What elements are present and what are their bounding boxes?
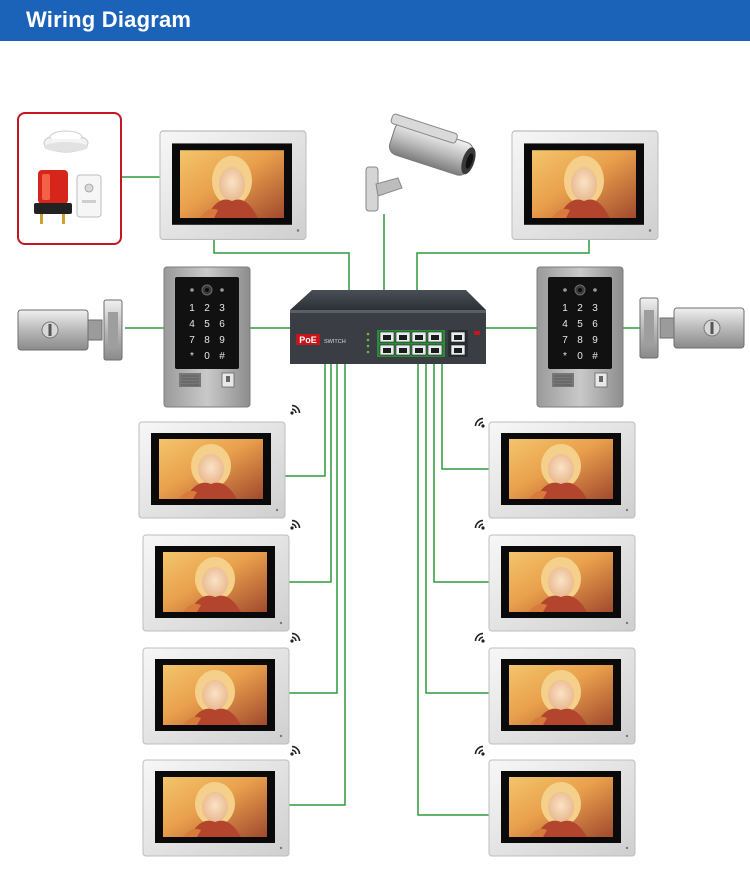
indoor-monitor-right-4 bbox=[488, 759, 636, 857]
poe-switch-icon: PoE SWITCH bbox=[290, 290, 486, 364]
keypad-key: # bbox=[219, 351, 225, 362]
keypad-key: 4 bbox=[189, 319, 195, 330]
indoor-monitor-top-left bbox=[159, 130, 307, 241]
wiring-lines bbox=[121, 176, 642, 816]
keypad-key: 5 bbox=[577, 319, 583, 330]
switch-ports bbox=[377, 330, 480, 357]
wire-right-monitor-4 bbox=[417, 364, 490, 816]
wire-top-left-monitor bbox=[213, 240, 350, 292]
keypad-key: 5 bbox=[204, 319, 210, 330]
switch-brand-label: PoE bbox=[299, 335, 317, 345]
wifi-icon bbox=[289, 632, 301, 644]
door-station-right: 1 2 3 4 5 6 7 8 9 * 0 # bbox=[536, 266, 624, 408]
keypad-key: * bbox=[190, 351, 194, 362]
smoke-detector-icon bbox=[43, 130, 89, 153]
indoor-monitor-top-right bbox=[511, 130, 659, 241]
wifi-icon bbox=[474, 632, 486, 644]
keypad-key: 9 bbox=[219, 335, 225, 346]
keypad-key: 3 bbox=[219, 303, 225, 314]
wire-right-monitor-2 bbox=[433, 364, 490, 583]
switch-model-label: SWITCH bbox=[324, 339, 346, 345]
page-title: Wiring Diagram bbox=[26, 7, 192, 32]
indoor-monitor-right-2 bbox=[488, 534, 636, 632]
wifi-icon bbox=[289, 745, 301, 757]
door-station-left: 1 2 3 4 5 6 7 8 9 * 0 # bbox=[163, 266, 251, 408]
door-sensor-icon bbox=[76, 174, 102, 218]
keypad-key: 3 bbox=[592, 303, 598, 314]
indoor-monitor-left-2 bbox=[142, 534, 290, 632]
keypad-key: 4 bbox=[562, 319, 568, 330]
wifi-icon bbox=[474, 745, 486, 757]
indoor-monitor-right-1 bbox=[488, 421, 636, 519]
wire-left-monitor-2 bbox=[289, 364, 332, 583]
keypad-key: 8 bbox=[204, 335, 210, 346]
keypad-key: 1 bbox=[562, 303, 568, 314]
wifi-icon bbox=[289, 404, 301, 416]
keypad-key: 7 bbox=[189, 335, 195, 346]
keypad-key: 6 bbox=[592, 319, 598, 330]
keypad-key: 0 bbox=[204, 351, 210, 362]
keypad-key: 8 bbox=[577, 335, 583, 346]
wifi-icon bbox=[289, 519, 301, 531]
keypad-key: # bbox=[592, 351, 598, 362]
header-bar: Wiring Diagram bbox=[0, 0, 750, 41]
wifi-icon bbox=[474, 519, 486, 531]
keypad-key: 6 bbox=[219, 319, 225, 330]
indoor-monitor-left-1 bbox=[138, 421, 286, 519]
alarm-sensor-group bbox=[17, 112, 122, 245]
indoor-monitor-left-4 bbox=[142, 759, 290, 857]
keypad-key: 0 bbox=[577, 351, 583, 362]
wire-top-right-monitor bbox=[416, 240, 590, 292]
keypad-key: 9 bbox=[592, 335, 598, 346]
wire-right-monitor-3 bbox=[425, 364, 490, 694]
electric-lock-right bbox=[639, 297, 745, 359]
wire-left-monitor-3 bbox=[289, 364, 338, 694]
keypad-key: 1 bbox=[189, 303, 195, 314]
indoor-monitor-left-3 bbox=[142, 647, 290, 745]
keypad-key: 7 bbox=[562, 335, 568, 346]
cctv-camera-icon bbox=[365, 113, 476, 212]
keypad-key: * bbox=[563, 351, 567, 362]
keypad-key: 2 bbox=[204, 303, 210, 314]
wire-left-monitor-4 bbox=[289, 364, 346, 806]
wire-left-monitor-1 bbox=[285, 364, 326, 477]
alarm-light-icon bbox=[34, 170, 72, 224]
wifi-icon bbox=[474, 417, 486, 429]
indoor-monitor-right-3 bbox=[488, 647, 636, 745]
electric-lock-left bbox=[17, 299, 123, 361]
keypad-key: 2 bbox=[577, 303, 583, 314]
wire-right-monitor-1 bbox=[441, 364, 490, 470]
